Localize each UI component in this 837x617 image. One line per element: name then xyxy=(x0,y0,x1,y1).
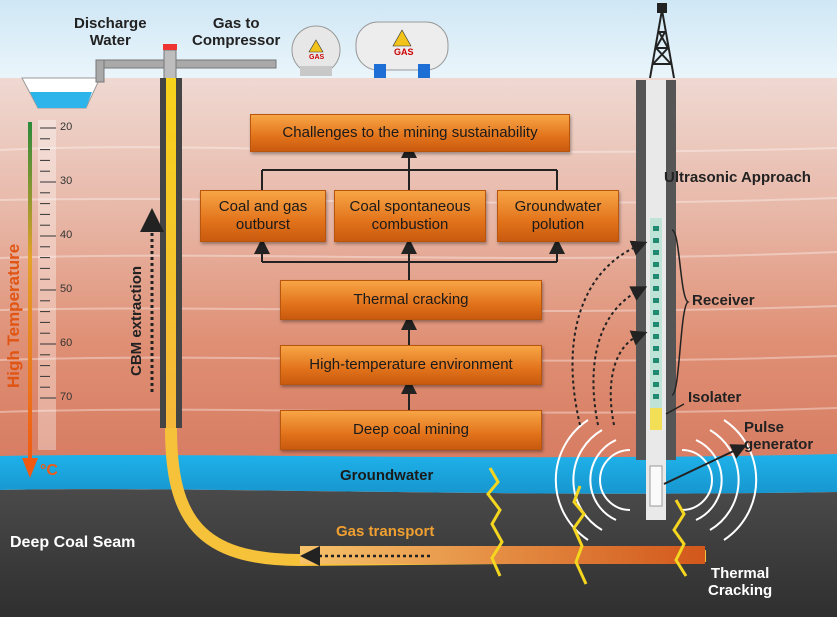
scale-tick-label: 20 xyxy=(60,121,73,133)
label-discharge-water: Discharge Water xyxy=(74,15,147,49)
pulse-pointer xyxy=(663,444,748,485)
wellhead xyxy=(163,49,177,81)
receiver-element xyxy=(653,358,659,363)
receiver-element xyxy=(653,226,659,231)
box-deep-coal-mining: Deep coal mining xyxy=(280,410,542,450)
label-receiver: Receiver xyxy=(692,292,755,309)
surface-pipe xyxy=(95,59,277,69)
receiver-element xyxy=(653,274,659,279)
receiver-element xyxy=(653,298,659,303)
drill-derrick-icon xyxy=(649,3,675,79)
receiver-element xyxy=(653,322,659,327)
groundwater-layer xyxy=(0,454,837,494)
wave-arrows xyxy=(571,240,648,426)
box-challenges: Challenges to the mining sustainability xyxy=(250,114,570,152)
hazard-icon xyxy=(392,29,412,47)
gas-tank-small xyxy=(291,25,341,76)
temperature-bar xyxy=(28,122,32,462)
pulse-generator-block xyxy=(649,465,663,507)
receiver-element xyxy=(653,370,659,375)
box-groundwater-pollution: Groundwater polution xyxy=(497,190,619,242)
label-groundwater: Groundwater xyxy=(340,467,434,484)
receiver-element xyxy=(653,382,659,387)
receiver-element xyxy=(653,334,659,339)
label-isolater: Isolater xyxy=(688,389,742,406)
scale-tick-label: 50 xyxy=(60,283,73,295)
label-deep-coal-seam: Deep Coal Seam xyxy=(10,534,136,551)
valve-icon xyxy=(163,44,177,50)
box-thermal-cracking: Thermal cracking xyxy=(280,280,542,320)
label-gas-to-compressor: Gas to Compressor xyxy=(192,15,281,49)
scale-tick-label: 70 xyxy=(60,391,73,403)
box-spontaneous-combustion: Coal spontaneous combustion xyxy=(334,190,486,242)
scale-ticks xyxy=(40,127,56,399)
scale-tick-label: 60 xyxy=(60,337,73,349)
receiver-element xyxy=(653,250,659,255)
box-high-temp-env: High-temperature environment xyxy=(280,345,542,385)
cbm-pipe xyxy=(166,78,176,428)
pond-water xyxy=(30,92,92,108)
isolater-pointer xyxy=(665,403,685,415)
label-gas-tank-large: GAS xyxy=(394,47,414,57)
label-celsius: °C xyxy=(40,462,58,479)
label-gas-transport: Gas transport xyxy=(336,523,435,540)
label-ultrasonic-approach: Ultrasonic Approach xyxy=(664,169,811,186)
gas-tank-large xyxy=(355,21,449,78)
temperature-scale xyxy=(38,120,56,450)
receiver-element xyxy=(653,238,659,243)
scale-tick-label: 40 xyxy=(60,229,73,241)
label-cbm-extraction: CBM extraction xyxy=(128,265,145,376)
receiver-element xyxy=(653,262,659,267)
receiver-element xyxy=(653,286,659,291)
box-coal-gas-outburst: Coal and gas outburst xyxy=(200,190,326,242)
label-pulse-generator: Pulse generator xyxy=(744,419,814,453)
crack-icons xyxy=(486,467,688,585)
gas-pipe-curve xyxy=(165,427,707,567)
isolater-block xyxy=(650,408,662,430)
flow-connectors xyxy=(254,142,565,420)
label-high-temperature: High Temperature xyxy=(4,243,23,388)
scale-tick-label: 30 xyxy=(60,175,73,187)
receiver-element xyxy=(653,394,659,399)
hazard-icon xyxy=(308,39,324,53)
receiver-element xyxy=(653,346,659,351)
receiver-dots xyxy=(653,226,659,399)
label-gas-tank-small: GAS xyxy=(309,54,325,61)
receiver-element xyxy=(653,310,659,315)
label-thermal-cracking: Thermal Cracking xyxy=(708,565,773,599)
receiver-brace xyxy=(671,229,690,396)
gas-transport-band xyxy=(300,546,705,564)
temperature-arrow-icon xyxy=(22,458,38,478)
